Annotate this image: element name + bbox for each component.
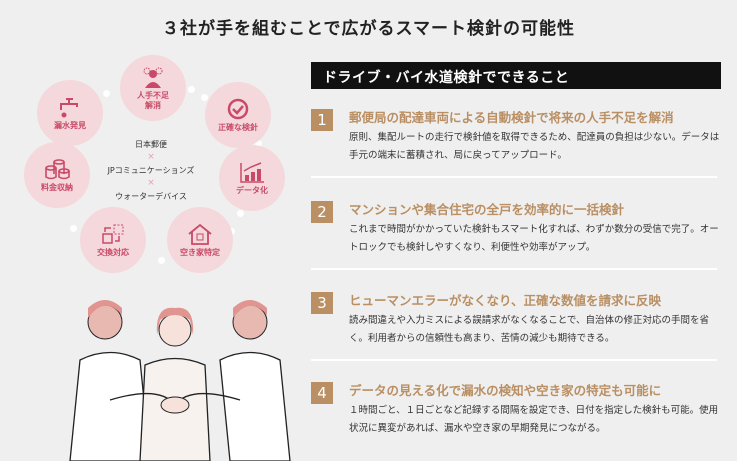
cross-mark: × [147, 178, 155, 188]
divider [311, 176, 717, 178]
circle-vacant-house: 空き家特定 [167, 207, 233, 273]
faucet-icon [60, 97, 78, 118]
item-number: 3 [311, 292, 333, 314]
item-text: １時間ごと、１日ごとなど記録する間隔を設定でき、日付を指定した検針も可能。使用状… [349, 405, 719, 434]
page-title: ３社が手を組むことで広がるスマート検針の可能性 [162, 19, 575, 39]
circle-leak: 漏水発見 [37, 80, 103, 146]
circle-exchange: 交換対応 [80, 207, 146, 273]
circle-label: 料金収納 [41, 182, 73, 192]
circle-label: 交換対応 [97, 247, 129, 257]
section-banner: ドライブ・バイ水道検針でできること [311, 62, 721, 89]
item-heading: マンションや集合住宅の全戸を効率的に一括検針 [349, 202, 625, 217]
circle-accurate: 正確な検針 [205, 82, 271, 148]
circle-data: データ化 [219, 145, 285, 211]
people-icon [143, 67, 163, 88]
cross-mark: × [147, 152, 155, 162]
circle-label: 人手不足 解消 [137, 90, 169, 110]
divider [311, 359, 717, 361]
circle-labor-shortage: 人手不足 解消 [120, 55, 186, 121]
circle-label: 漏水発見 [54, 120, 86, 130]
bar-chart-icon [240, 162, 264, 183]
house-icon [188, 223, 212, 245]
handshake-illustration [69, 300, 291, 461]
circle-label: 正確な検針 [218, 122, 258, 132]
swap-icon [102, 224, 124, 244]
partner-name: 日本郵便 [135, 140, 167, 149]
item-heading: データの見える化で漏水の検知や空き家の特定も可能に [349, 383, 662, 398]
coins-icon [45, 158, 70, 180]
circle-billing: 料金収納 [24, 142, 90, 208]
partner-name: JPコミュニケーションズ [107, 166, 195, 175]
divider [311, 268, 717, 270]
partner-name: ウォーターデバイス [115, 192, 187, 201]
item-heading: 郵便局の配達車両による自動検針で将来の人手不足を解消 [349, 110, 674, 125]
item-number: 4 [311, 382, 333, 404]
check-circle-icon [227, 98, 249, 119]
item-number: 2 [311, 201, 333, 223]
item-text: これまで時間がかかっていた検針もスマート化すれば、わずか数分の受信で完了。オート… [349, 224, 719, 253]
item-number: 1 [311, 109, 333, 131]
item-heading: ヒューマンエラーがなくなり、正確な数値を請求に反映 [349, 293, 662, 308]
circle-label: 空き家特定 [180, 247, 220, 257]
circle-label: データ化 [236, 185, 268, 195]
item-text: 読み間違えや入力ミスによる誤請求がなくなることで、自治体の修正対応の手間を省く。… [349, 315, 710, 344]
partners-text: 日本郵便 × JPコミュニケーションズ × ウォーターデバイス [96, 138, 206, 203]
item-text: 原則、集配ルートの走行で検針値を取得できるため、配達員の負担は少ない。データは手… [349, 132, 720, 161]
